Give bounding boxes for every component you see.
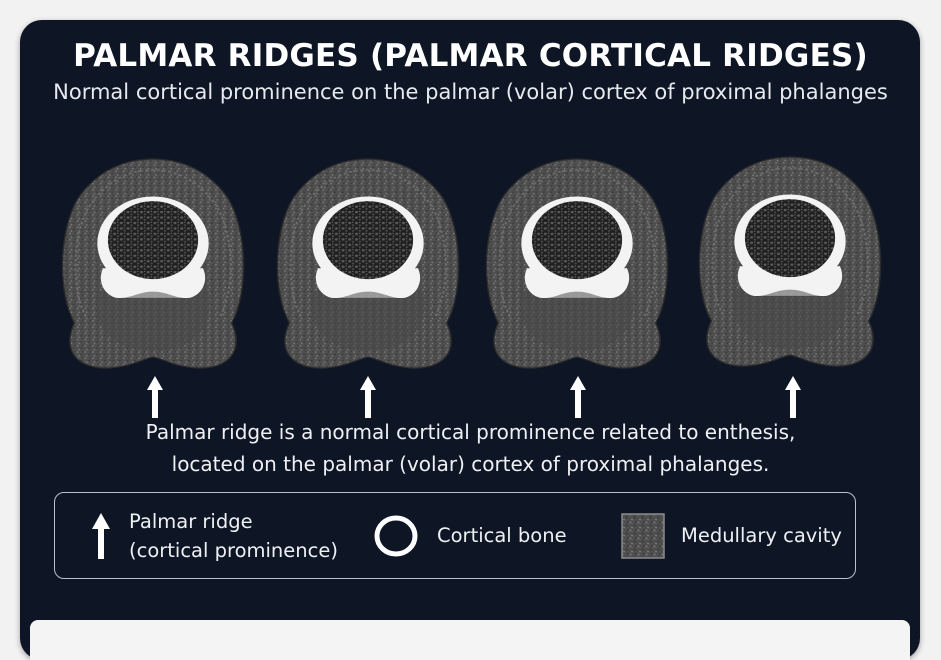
caption: Palmar ridge is a normal cortical promin… <box>0 416 941 480</box>
palmar-ridge-arrow-3 <box>570 376 586 418</box>
legend-item-palmar-ridge: Palmar ridge (cortical prominence) <box>89 493 338 578</box>
caption-line-2: located on the palmar (volar) cortex of … <box>171 452 770 476</box>
cross-section-figures <box>61 156 882 418</box>
legend: Palmar ridge (cortical prominence) Corti… <box>54 492 856 579</box>
palmar-ridge-arrow-1 <box>147 376 163 418</box>
next-panel-edge <box>30 620 910 660</box>
cross-section-3 <box>485 158 669 418</box>
legend-medulla-label: Medullary cavity <box>681 524 842 547</box>
legend-item-medullary-cavity: Medullary cavity <box>621 493 842 578</box>
legend-item-cortical-bone: Cortical bone <box>371 493 567 578</box>
palmar-ridge-arrow-4 <box>785 376 801 418</box>
ring-icon <box>374 515 418 556</box>
page-subtitle: Normal cortical prominence on the palmar… <box>53 80 888 104</box>
up-arrow-icon <box>92 512 110 559</box>
cross-section-2 <box>276 158 460 418</box>
legend-arrow-label-2: (cortical prominence) <box>129 538 338 562</box>
legend-arrow-label-1: Palmar ridge <box>129 509 253 533</box>
caption-line-1: Palmar ridge is a normal cortical promin… <box>145 420 796 444</box>
legend-cortex-label: Cortical bone <box>437 524 567 547</box>
cross-section-4 <box>698 156 882 418</box>
palmar-ridge-arrow-2 <box>360 376 376 418</box>
textured-square-icon <box>621 512 665 559</box>
cross-section-1 <box>61 158 245 418</box>
page-title: PALMAR RIDGES (PALMAR CORTICAL RIDGES) <box>73 38 868 74</box>
